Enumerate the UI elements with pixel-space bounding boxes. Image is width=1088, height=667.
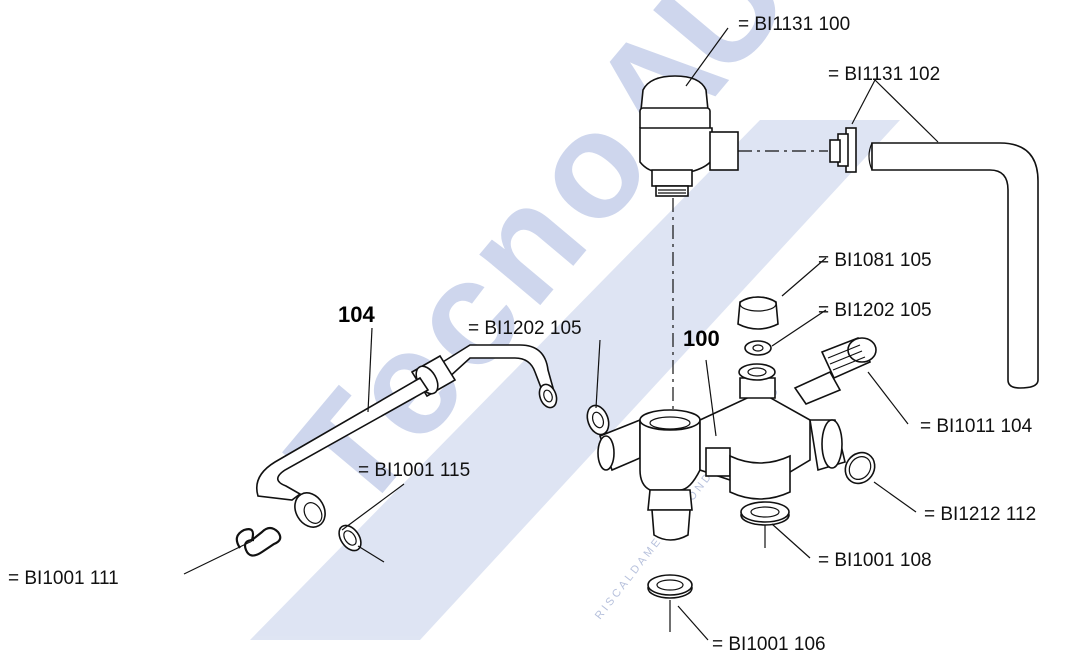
cap-washer-hole — [752, 344, 764, 352]
watermark-band — [250, 120, 900, 640]
label-bottom-washer: = BI1001 108 — [818, 550, 932, 571]
pipe-nut-fitting — [829, 127, 857, 173]
label-cap-washer: = BI1202 105 — [818, 300, 932, 321]
pipe-washer-upper — [538, 383, 558, 409]
label-pipe-washer: = BI1001 115 — [358, 460, 470, 481]
pipe-washer-upper-hole — [543, 389, 553, 403]
label-side-fitting: = BI1011 104 — [920, 416, 1033, 437]
label-cap: = BI1081 105 — [818, 250, 932, 271]
valve-body — [597, 363, 846, 541]
pipe-washer-middle-hole — [591, 411, 605, 429]
label-base-washer: = BI1001 106 — [712, 634, 826, 655]
pipe-washer-middle — [586, 404, 610, 436]
left-pipe — [256, 344, 556, 528]
bottom-washer — [740, 501, 790, 526]
o-ring-inner — [848, 456, 872, 480]
cap-washer — [744, 340, 772, 356]
label-top-pipe: = BI1131 102 — [828, 64, 940, 85]
side-threaded-fitting — [820, 336, 877, 380]
leader-lines — [183, 27, 939, 641]
label-clip: = BI1001 111 — [8, 568, 119, 589]
part-number-104: 104 — [338, 302, 375, 327]
angle-valve — [639, 75, 739, 197]
label-top-valve: = BI1131 100 — [738, 14, 850, 35]
spring-clip — [235, 526, 282, 557]
label-o-ring: = BI1212 112 — [924, 504, 1036, 525]
pipe-end-washer-hole — [343, 530, 357, 546]
base-washer — [647, 574, 693, 599]
label-mid-washer: = BI1202 105 — [468, 318, 582, 339]
top-bent-pipe — [868, 142, 1039, 389]
cap-nut — [737, 296, 779, 330]
part-number-100: 100 — [683, 326, 720, 351]
